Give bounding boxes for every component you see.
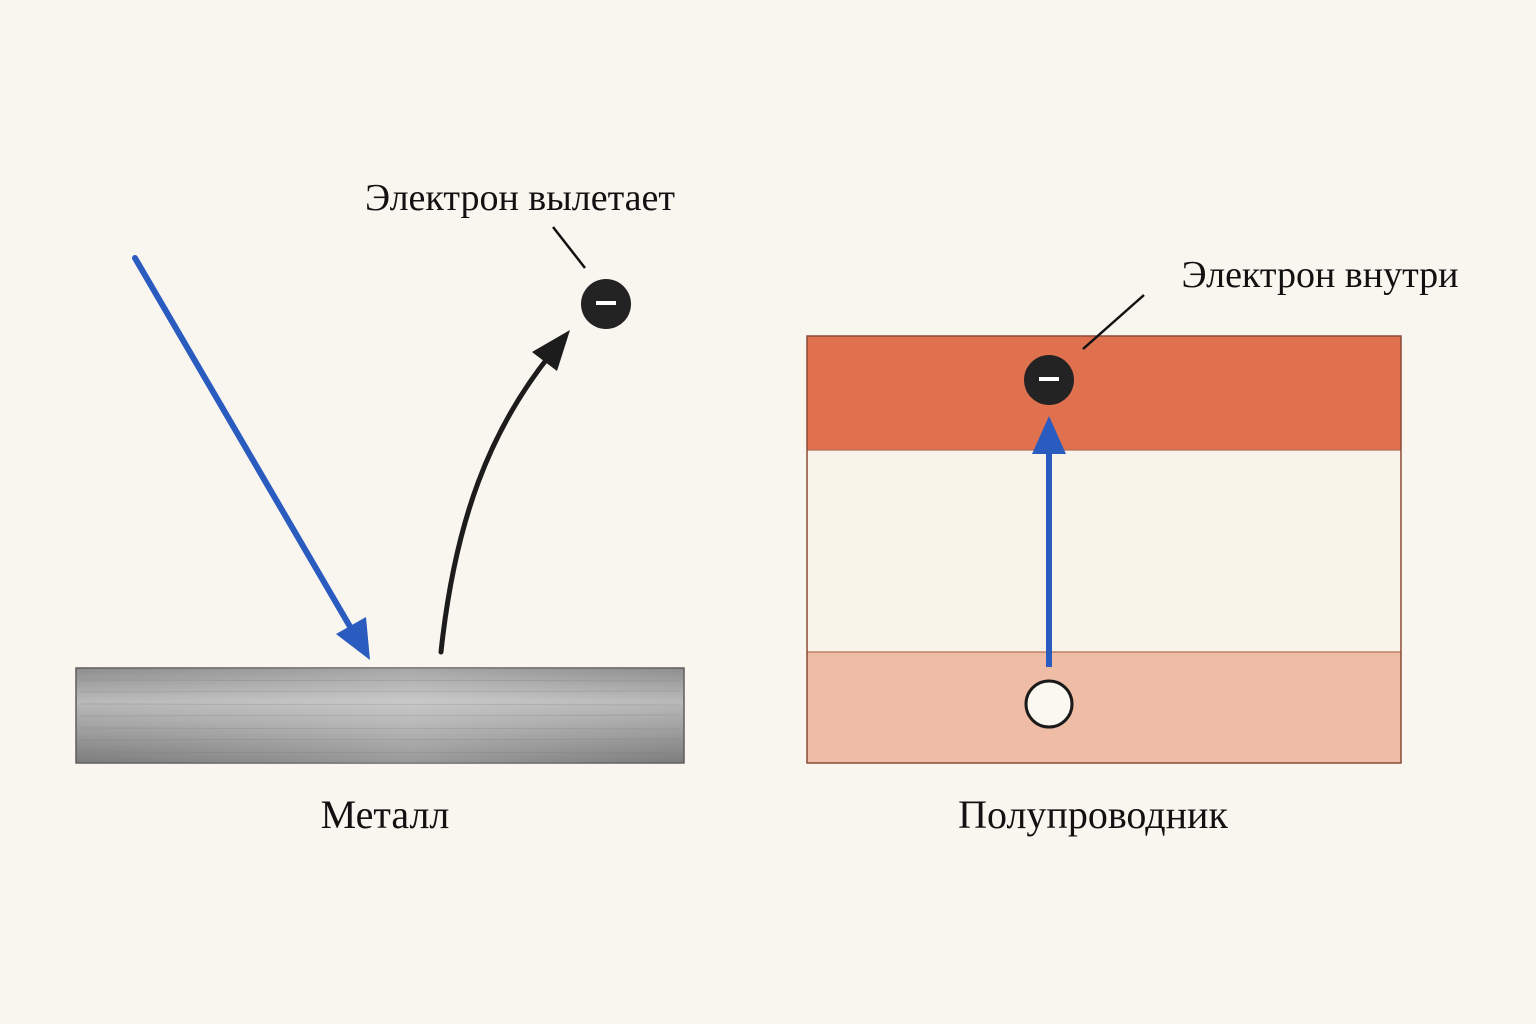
electron-trajectory-arrow (438, 352, 553, 655)
conduction-band (807, 336, 1401, 450)
metal-panel: Электрон вылетает Металл (75, 177, 685, 837)
incoming-photon-arrow (132, 255, 355, 633)
metal-plate-sheen (76, 668, 684, 763)
electron-escapes-callout-line (552, 226, 586, 269)
ejected-electron (581, 279, 631, 329)
semiconductor-panel: Электрон внутри Полупроводник (806, 254, 1459, 837)
incoming-photon-arrowhead (336, 617, 370, 660)
excited-electron (1024, 355, 1074, 405)
metal-label: Металл (321, 792, 450, 837)
electron-trajectory-arrowhead (532, 330, 570, 371)
metal-brush-lines (79, 679, 681, 754)
valence-band (807, 652, 1401, 763)
minus-sign-icon (596, 301, 616, 305)
band-gap (807, 450, 1401, 652)
excitation-arrowhead (1032, 416, 1066, 454)
semiconductor-outline (806, 335, 1402, 764)
minus-sign-icon (1039, 377, 1059, 381)
hole (1024, 679, 1074, 729)
electron-escapes-label: Электрон вылетает (365, 177, 675, 219)
semiconductor-label: Полупроводник (958, 792, 1228, 837)
electron-inside-callout-line (1082, 294, 1145, 350)
electron-inside-label: Электрон внутри (1182, 254, 1459, 296)
